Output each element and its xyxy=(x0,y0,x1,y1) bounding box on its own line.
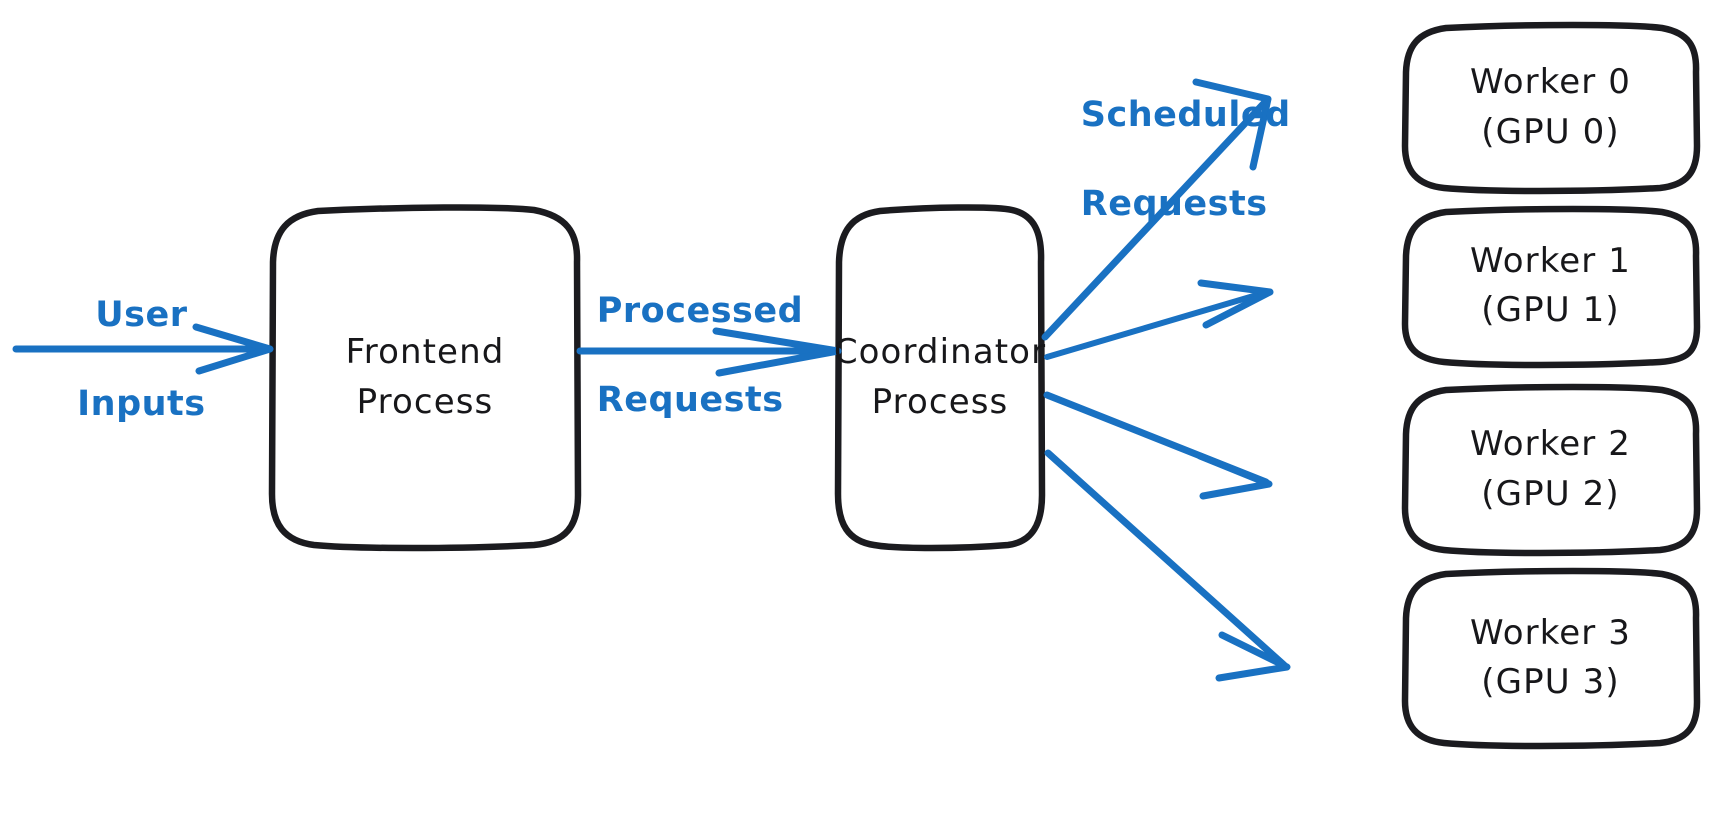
edge-label-processed-requests: Processed Requests xyxy=(546,244,803,468)
node-worker2-line1: Worker 2 xyxy=(1469,424,1632,465)
node-frontend-label: Frontend Process xyxy=(272,210,578,545)
node-frontend-line1: Frontend xyxy=(345,332,505,373)
node-worker1[interactable] xyxy=(1401,205,1701,369)
node-worker1-label: Worker 1 (GPU 1) xyxy=(1404,210,1697,362)
node-worker2-line2: (GPU 2) xyxy=(1481,473,1620,514)
node-worker0-label: Worker 0 (GPU 0) xyxy=(1404,26,1697,189)
edge-label-user-inputs-line1: User xyxy=(95,294,188,335)
node-coordinator-line2: Process xyxy=(871,381,1009,422)
node-worker2-label: Worker 2 (GPU 2) xyxy=(1404,388,1697,551)
edge-label-scheduled-requests-line2: Requests xyxy=(1080,184,1268,225)
node-worker0-line1: Worker 0 xyxy=(1469,62,1632,103)
node-worker3[interactable] xyxy=(1401,567,1701,750)
node-coordinator-line1: Coordinator xyxy=(833,332,1047,373)
edge-label-scheduled-requests-line1: Scheduled xyxy=(1080,94,1291,135)
edge-label-processed-requests-line2: Requests xyxy=(596,380,784,421)
node-frontend[interactable] xyxy=(268,204,582,552)
node-worker3-label: Worker 3 (GPU 3) xyxy=(1404,572,1697,744)
edge-coordinator-to-worker0 xyxy=(1041,78,1272,341)
edge-coordinator-to-worker2 xyxy=(1043,391,1273,500)
edge-coordinator-to-worker1 xyxy=(1044,279,1274,360)
edge-label-user-inputs: User Inputs xyxy=(16,248,216,472)
node-coordinator[interactable] xyxy=(834,204,1046,552)
node-worker1-line2: (GPU 1) xyxy=(1481,290,1620,330)
node-coordinator-label: Coordinator Process xyxy=(820,210,1060,545)
node-worker3-line1: Worker 3 xyxy=(1469,612,1632,653)
node-worker3-line2: (GPU 3) xyxy=(1481,662,1620,702)
node-frontend-line2: Process xyxy=(356,381,494,422)
edge-user-to-frontend xyxy=(12,323,274,375)
edge-frontend-to-coordinator xyxy=(576,327,842,377)
edge-label-user-inputs-line2: Inputs xyxy=(77,384,206,425)
node-worker0-line2: (GPU 0) xyxy=(1481,111,1620,152)
node-worker0[interactable] xyxy=(1401,21,1701,195)
edge-label-processed-requests-line1: Processed xyxy=(596,290,804,331)
node-worker2[interactable] xyxy=(1401,383,1701,557)
edge-label-scheduled-requests: Scheduled Requests xyxy=(1030,48,1290,272)
edge-coordinator-to-worker3 xyxy=(1044,449,1291,682)
node-worker1-line1: Worker 1 xyxy=(1469,240,1632,281)
